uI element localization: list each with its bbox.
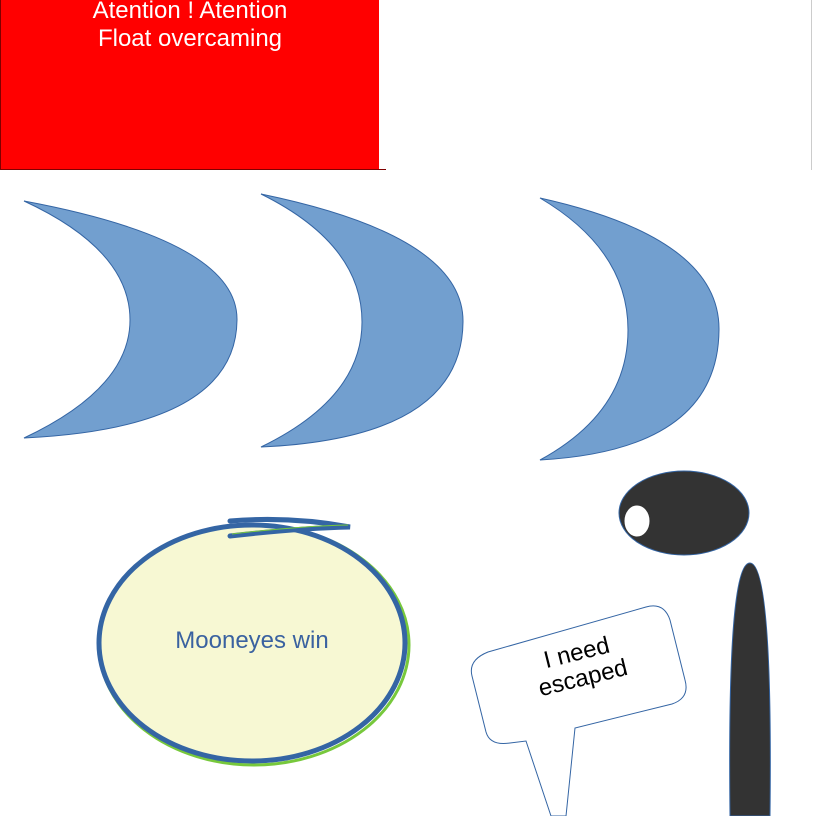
moon-shape-3[interactable] xyxy=(539,197,720,461)
ellipse-label: Mooneyes win xyxy=(175,627,329,654)
banner-bottom-edge xyxy=(0,169,386,170)
page-right-edge xyxy=(811,0,812,170)
tall-dark-shape[interactable] xyxy=(729,562,771,816)
ellipse-swirl-highlight xyxy=(231,524,349,535)
dark-eye-shape[interactable] xyxy=(618,470,750,556)
moon-shape-2[interactable] xyxy=(260,193,464,448)
attention-banner[interactable]: Atention ! Atention Float overcaming xyxy=(0,0,379,170)
mooneyes-ellipse[interactable] xyxy=(96,522,408,764)
ellipse-swirl-stroke xyxy=(227,516,351,539)
attention-banner-line-1: Atention ! Atention xyxy=(92,0,288,24)
speech-bubble[interactable] xyxy=(470,605,687,816)
moon-shape-1[interactable] xyxy=(23,200,238,439)
attention-banner-line-2: Float overcaming xyxy=(97,25,283,52)
eye-highlight xyxy=(623,504,651,538)
